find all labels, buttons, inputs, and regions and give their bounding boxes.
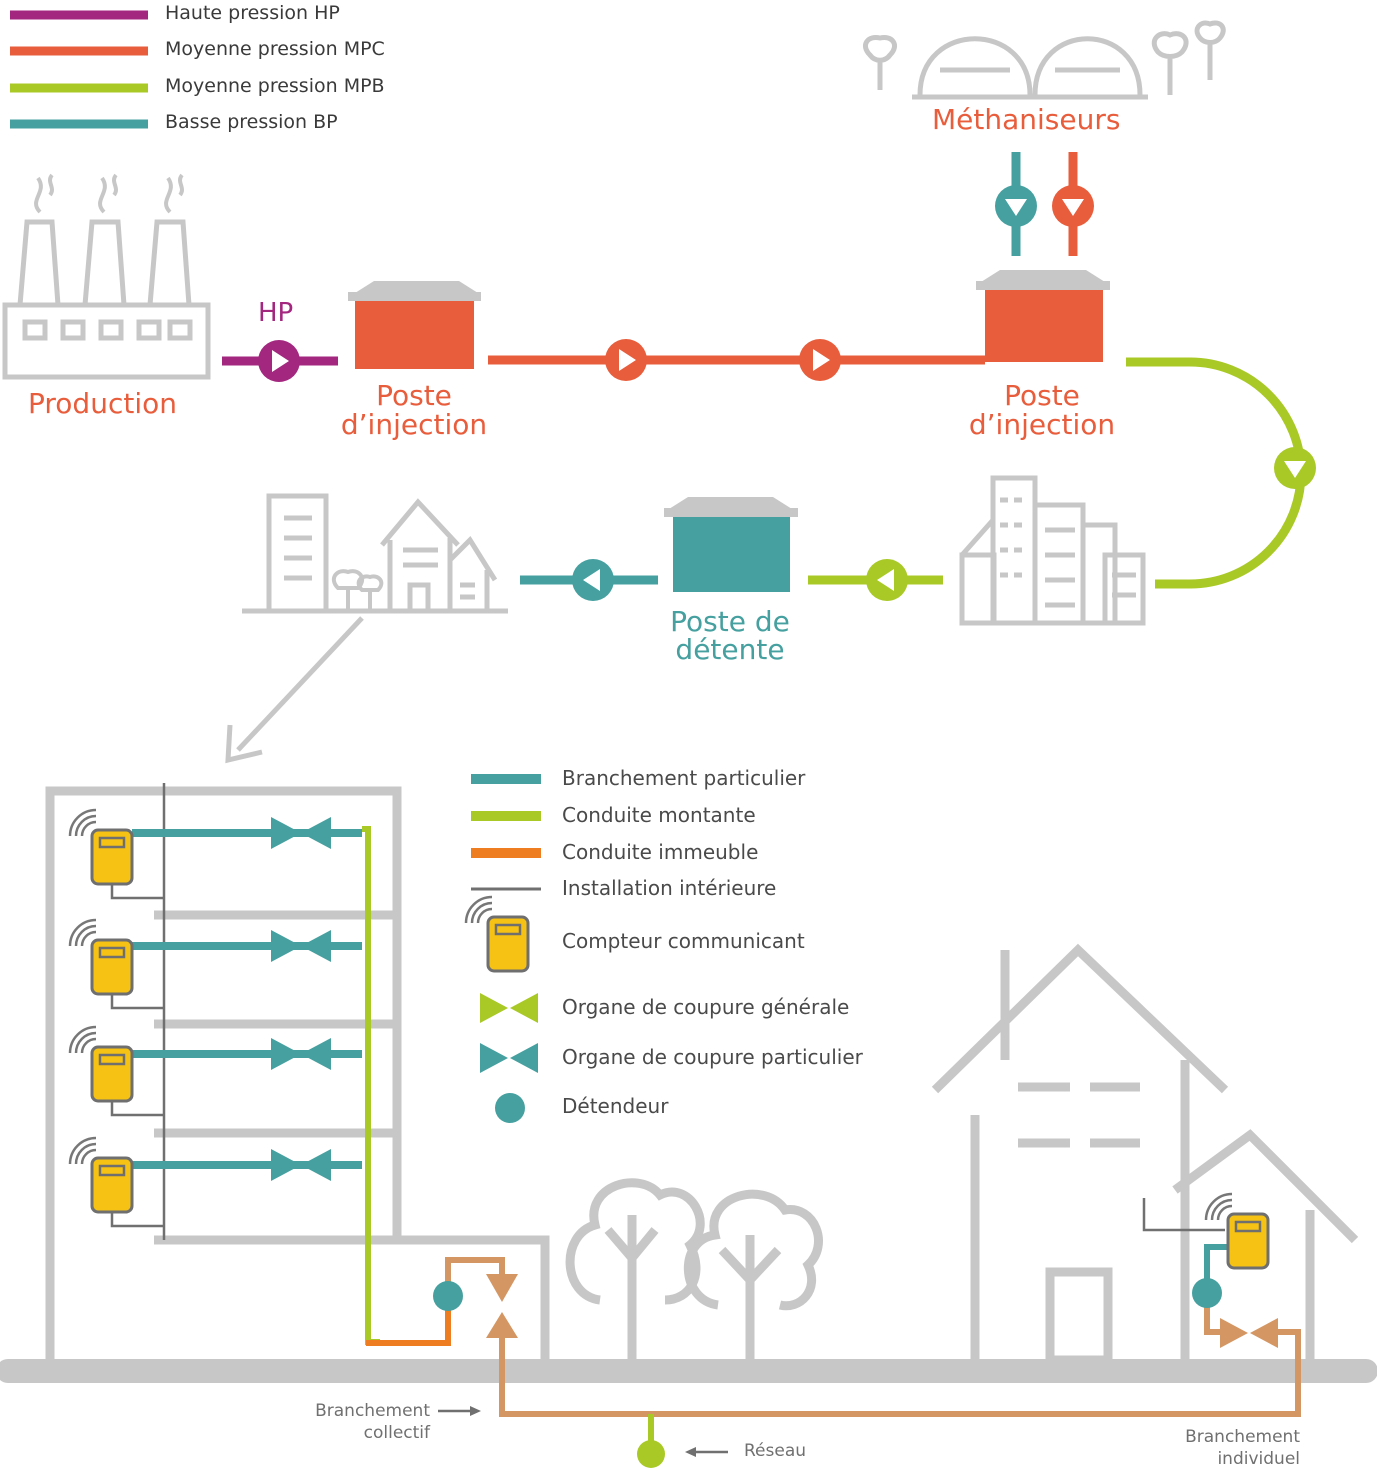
injection-station-1 xyxy=(348,281,481,369)
legend-detendeur-label: Détendeur xyxy=(562,1094,669,1118)
biogas-inlet-mpc xyxy=(1052,152,1094,256)
legend-coupure-particulier-label: Organe de coupure particulier xyxy=(562,1045,863,1069)
legend-coupure-generale-icon xyxy=(480,993,538,1023)
injection-2-label: Poste d’injection xyxy=(968,379,1116,441)
legend-compteur-label: Compteur communicant xyxy=(562,929,805,953)
injection-station-2 xyxy=(976,270,1110,362)
legend-coupure-particulier-icon xyxy=(480,1043,538,1073)
legend-immeuble-label: Conduite immeuble xyxy=(562,840,759,864)
legend-installation-label: Installation intérieure xyxy=(562,876,777,900)
apartment-building xyxy=(45,783,550,1360)
reseau-pipe xyxy=(499,1329,1301,1468)
factory-icon xyxy=(2,173,211,380)
legend-mpb-label: Moyenne pression MPB xyxy=(165,75,385,97)
zoom-arrow xyxy=(225,616,364,764)
legend-hp-label: Haute pression HP xyxy=(165,2,340,24)
branchement-individuel xyxy=(1142,1192,1278,1348)
production-label: Production xyxy=(28,387,177,420)
mpb-pipe xyxy=(1126,357,1316,589)
house-building xyxy=(931,943,1359,1365)
detente-station xyxy=(664,497,798,592)
trees-icon xyxy=(565,1178,823,1360)
legend-mpc-label: Moyenne pression MPC xyxy=(165,38,385,60)
legend-montante-label: Conduite montante xyxy=(562,803,756,827)
bp-pipe xyxy=(520,559,658,601)
branchement-individuel-label: Branchement individuel xyxy=(1185,1427,1300,1469)
legend-network xyxy=(464,774,541,1123)
reseau-label: Réseau xyxy=(744,1441,807,1461)
methaniseurs-label: Méthaniseurs xyxy=(932,103,1121,136)
hp-pipe xyxy=(222,340,338,382)
detente-label: Poste de détente xyxy=(670,605,790,666)
legend-detendeur-icon xyxy=(495,1093,525,1123)
branchement-collectif xyxy=(433,1257,518,1338)
legend-pressure xyxy=(10,10,148,129)
legend-branchement-label: Branchement particulier xyxy=(562,766,806,790)
mpc-pipe xyxy=(488,339,985,381)
biogas-inlet-bp xyxy=(995,152,1037,256)
mpb-pipe-2 xyxy=(808,559,943,601)
methaniseurs-icon xyxy=(863,20,1226,100)
hp-tag: HP xyxy=(258,298,294,328)
injection-1-label: Poste d’injection xyxy=(340,379,488,441)
label-arrows xyxy=(438,1406,728,1457)
legend-coupure-generale-label: Organe de coupure générale xyxy=(562,995,850,1019)
city-buildings-icon xyxy=(959,475,1146,626)
legend-bp-label: Basse pression BP xyxy=(165,111,338,133)
branchement-collectif-label: Branchement collectif xyxy=(315,1401,430,1443)
legend-meter-icon xyxy=(464,895,530,973)
residential-area-icon xyxy=(242,493,508,614)
